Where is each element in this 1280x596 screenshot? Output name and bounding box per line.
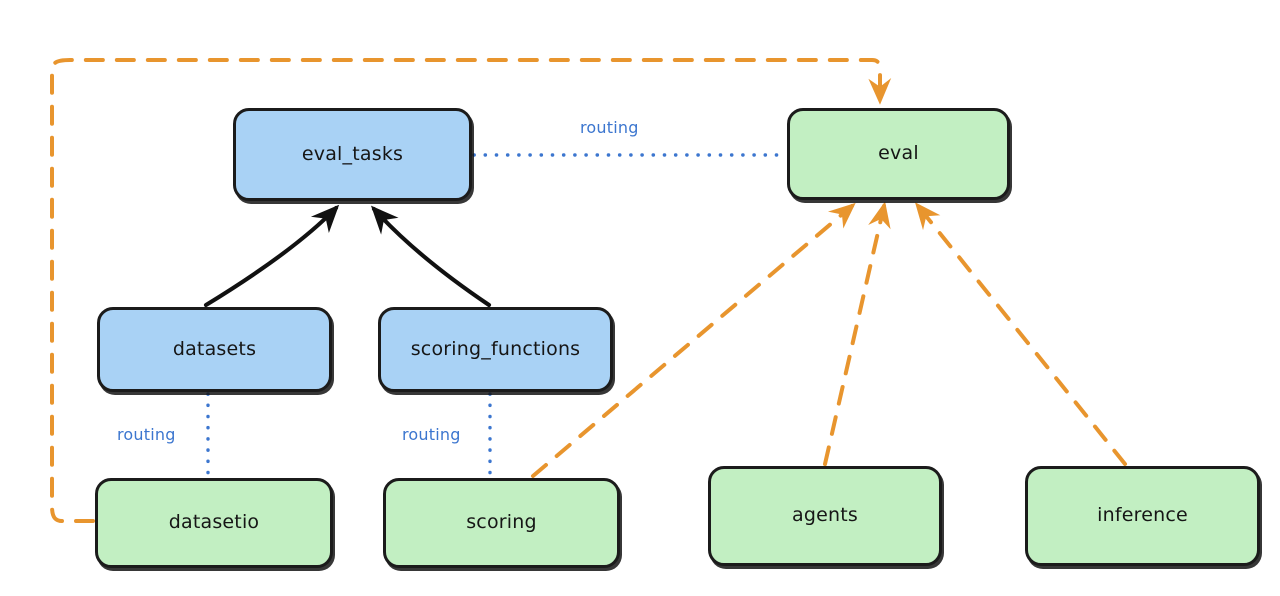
node-eval-tasks-label: eval_tasks [301, 142, 404, 165]
node-agents[interactable]: agents [708, 466, 942, 566]
edge-datasets-to-eval-tasks [203, 204, 340, 308]
node-scoring-functions-label: scoring_functions [410, 337, 581, 360]
edge-scoring-to-eval [531, 202, 856, 478]
node-inference[interactable]: inference [1025, 466, 1260, 566]
edge-label-routing-datasets-datasetio: routing [117, 425, 176, 444]
node-datasets-label: datasets [172, 337, 257, 360]
edge-label-routing-eval-tasks-eval: routing [580, 118, 639, 137]
node-datasetio[interactable]: datasetio [95, 478, 333, 568]
node-agents-label: agents [792, 504, 858, 527]
edge-label-routing-scoring-functions-scoring: routing [402, 425, 461, 444]
node-datasetio-label: datasetio [168, 511, 260, 534]
edge-scoring-functions-to-eval-tasks [370, 205, 492, 308]
node-scoring-functions[interactable]: scoring_functions [378, 307, 613, 392]
node-scoring[interactable]: scoring [383, 478, 620, 568]
node-scoring-label: scoring [466, 511, 537, 534]
edge-inference-to-eval [914, 202, 1127, 466]
node-datasets[interactable]: datasets [97, 307, 332, 392]
node-eval[interactable]: eval [787, 108, 1010, 200]
node-inference-label: inference [1097, 504, 1188, 527]
edge-agents-to-eval [823, 201, 891, 466]
edge-datasetio-to-eval [50, 58, 892, 523]
node-eval-label: eval [878, 142, 919, 165]
node-eval-tasks[interactable]: eval_tasks [233, 108, 472, 201]
